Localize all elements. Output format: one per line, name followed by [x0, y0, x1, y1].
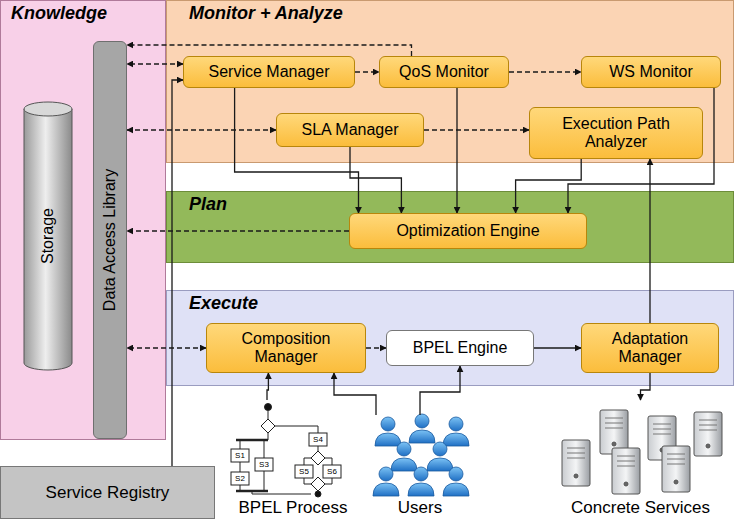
component-box: Service Manager — [183, 56, 355, 88]
box-label: Composition Manager — [211, 330, 361, 366]
server-towers — [562, 410, 722, 494]
component-box: BPEL Engine — [386, 330, 534, 366]
panel-title: Knowledge — [11, 3, 107, 24]
connector — [366, 347, 386, 348]
box-label: Optimization Engine — [396, 222, 539, 240]
users-icon — [373, 414, 469, 496]
step-label: S6 — [323, 465, 341, 478]
step-label: S5 — [295, 465, 313, 478]
panel-title: Monitor + Analyze — [189, 3, 343, 24]
layer-panel: KnowledgeData Access Library Storage — [0, 0, 166, 440]
layer-panel: ExecuteComposition Manager BPEL Engine Ada… — [166, 290, 734, 386]
component-box: Composition Manager — [206, 323, 366, 373]
step-label: S1 — [231, 449, 249, 462]
icon-caption: BPEL Process — [228, 498, 358, 518]
box-label: WS Monitor — [609, 63, 693, 81]
registry-box: Service Registry — [0, 466, 215, 519]
box-label: Execution Path Analyzer — [534, 115, 698, 151]
component-box: WS Monitor — [581, 56, 721, 88]
box-label: Adaptation Manager — [586, 330, 714, 366]
icon-caption: Users — [365, 498, 475, 518]
component-box: QoS Monitor — [379, 56, 509, 88]
connector — [355, 71, 379, 72]
icon-group: BPEL Process — [228, 400, 358, 519]
panel-title: Plan — [189, 194, 227, 215]
icon-group: Concrete Services — [540, 400, 741, 519]
step-label: S4 — [309, 433, 327, 446]
box-label: SLA Manager — [302, 121, 399, 139]
component-box: Adaptation Manager — [581, 323, 719, 373]
layer-panel: PlanOptimization Engine — [166, 191, 734, 263]
icon-caption: Concrete Services — [540, 498, 741, 518]
box-label: Service Manager — [209, 63, 330, 81]
vertical-label: Data Access Library — [101, 169, 119, 311]
box-label: QoS Monitor — [399, 63, 489, 81]
storage-cylinder: Storage — [23, 101, 73, 371]
connector — [649, 159, 650, 323]
library-bar: Data Access Library — [93, 41, 127, 439]
box-label: BPEL Engine — [413, 339, 508, 357]
panel-title: Execute — [189, 293, 258, 314]
component-box: Optimization Engine — [349, 213, 587, 249]
icon-group: Users — [365, 415, 475, 519]
connector — [534, 347, 581, 348]
vertical-label: Storage — [39, 208, 57, 264]
component-box: Execution Path Analyzer — [529, 107, 703, 159]
connector — [456, 88, 457, 213]
layer-panel: Monitor + AnalyzeService Manager QoS Moni… — [166, 0, 734, 163]
component-box: SLA Manager — [276, 113, 424, 147]
step-label: S2 — [231, 472, 249, 485]
box-label: Service Registry — [46, 483, 170, 503]
bpel-flowchart — [231, 404, 341, 498]
step-label: S3 — [255, 458, 273, 471]
